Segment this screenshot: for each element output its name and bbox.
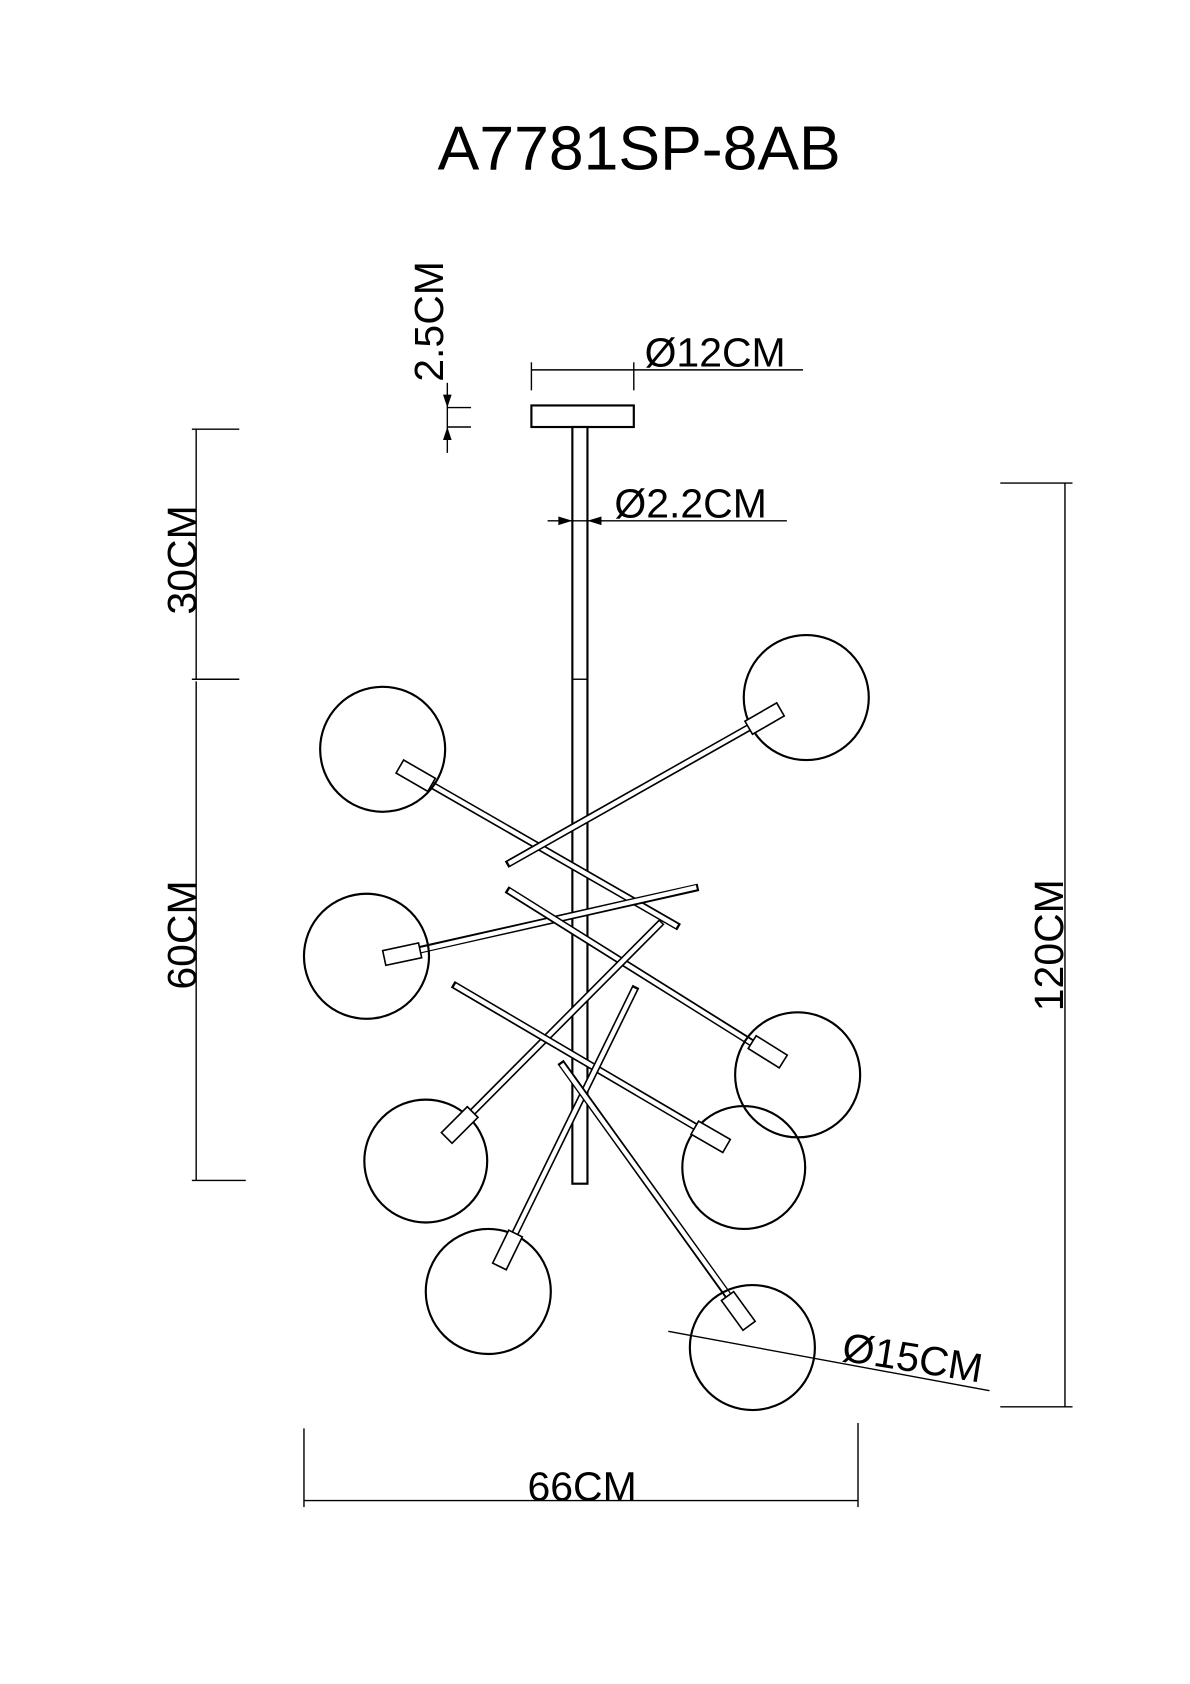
globe-diameter-dimension: Ø15CM (668, 1324, 990, 1392)
body-height-label: 60CM (159, 880, 205, 989)
total-width-label: 66CM (527, 1464, 636, 1510)
globe (688, 1283, 816, 1412)
canopy-diameter-label: Ø12CM (645, 330, 786, 376)
rod-diameter-label: Ø2.2CM (614, 481, 766, 527)
total-height-dimension: 120CM (1000, 482, 1073, 1408)
canopy-diameter-dimension: Ø12CM (530, 330, 804, 391)
sockets (381, 701, 789, 1332)
arms (414, 721, 762, 1313)
canopy (530, 404, 635, 429)
globe-diameter-label: Ø15CM (839, 1324, 986, 1392)
model-title: A7781SP-8AB (438, 113, 841, 183)
globes (302, 633, 870, 1412)
globe (424, 1227, 552, 1356)
rod-diameter-dimension: Ø2.2CM (547, 481, 787, 527)
globe (319, 685, 447, 813)
rod-length-dimension: 30CM (159, 428, 240, 680)
globe (302, 892, 431, 1020)
globe (742, 633, 870, 762)
globe (681, 1105, 807, 1231)
canopy-height-label: 2.5CM (406, 261, 452, 382)
globe (363, 1098, 489, 1224)
total-width-dimension: 66CM (303, 1422, 859, 1510)
rod (571, 425, 589, 1185)
rod-length-label: 30CM (159, 505, 205, 614)
total-height-label: 120CM (1026, 879, 1072, 1011)
canopy-height-dimension: 2.5CM (406, 261, 472, 453)
globe (734, 1011, 862, 1139)
body-height-dimension: 60CM (159, 681, 246, 1182)
